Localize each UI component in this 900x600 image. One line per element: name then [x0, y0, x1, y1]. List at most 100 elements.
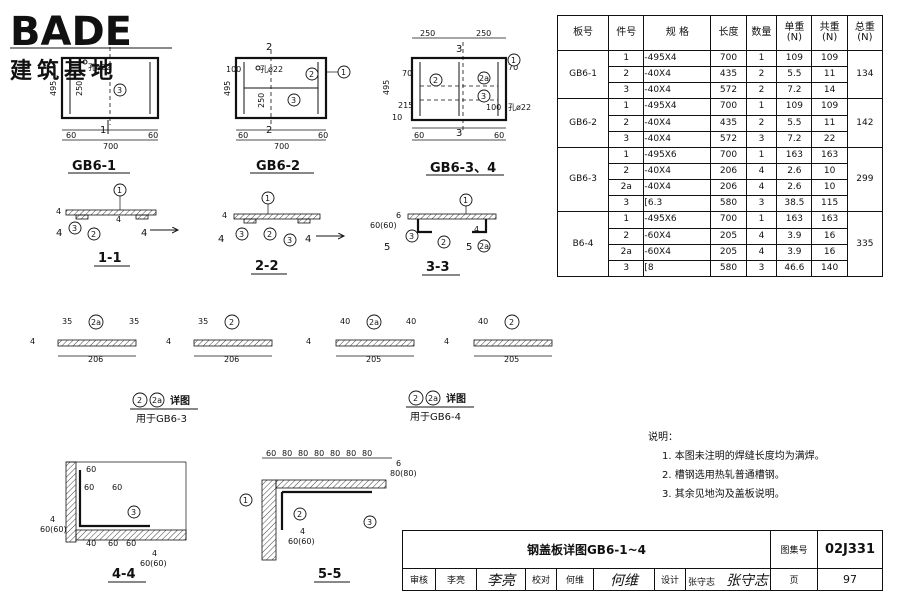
- s44-d60b: 60: [84, 483, 94, 492]
- s22-p3: 3: [239, 230, 244, 239]
- gb61-width: 700: [103, 142, 118, 151]
- s11-title: 1-1: [98, 251, 122, 266]
- total-weight-cell: 142: [846, 98, 884, 148]
- plate4-width: 40: [478, 317, 488, 326]
- th-unit-weight: 单重 (N): [776, 15, 813, 51]
- table-cell: 3: [608, 130, 645, 148]
- gb634-width-right: 250: [476, 29, 491, 38]
- table-cell: 109: [776, 49, 813, 68]
- atlas-label: 图集号: [770, 530, 818, 569]
- plate3-mark: 2a: [369, 318, 379, 327]
- s22-weld: 4: [222, 211, 227, 220]
- detail-plate-4: 40 2 4 205: [444, 314, 553, 364]
- title-cell: 钢盖板详图GB6-1~4: [402, 530, 771, 569]
- drawing-title: 钢盖板详图: [526, 543, 587, 557]
- gb634-height: 495: [382, 80, 391, 95]
- atlas-number: 02J331: [817, 530, 883, 569]
- gb62-bar-span: 250: [257, 93, 266, 108]
- table-cell: 580: [710, 259, 747, 278]
- cap-a-use: 用于GB6-3: [136, 414, 187, 425]
- gb634-cut-bottom: 3: [456, 128, 462, 139]
- gb62-cut-top: 2: [266, 42, 272, 53]
- cap-b-m2: 2a: [428, 394, 438, 403]
- table-cell: 5.5: [776, 66, 813, 84]
- table-cell: 1: [745, 98, 778, 116]
- s44-d60a: 60: [86, 465, 96, 474]
- s33-title: 3-3: [426, 260, 450, 275]
- gb61-cut-mark: 1: [100, 125, 106, 136]
- gb634-d70-right: 70: [508, 63, 518, 72]
- table-cell: 2a: [608, 179, 645, 197]
- table-cell: 205: [710, 227, 747, 245]
- table-cell: -495X6: [643, 211, 712, 229]
- table-cell: 580: [710, 195, 747, 213]
- s44-d60e: 60: [126, 539, 136, 548]
- table-cell: -40X4: [643, 66, 712, 84]
- board-cell: B6-4: [556, 211, 610, 277]
- s44-weld-len: 60(60): [40, 525, 67, 534]
- table-cell: 3: [608, 195, 645, 213]
- table-cell: [8: [643, 259, 712, 278]
- s11-p2: 2: [91, 230, 96, 239]
- table-cell: 700: [710, 146, 747, 164]
- plan-gb6-2: 2 2 100 孔ø22 250 495 2 1 3 60 60 700 GB6…: [223, 42, 351, 174]
- plate2-len: 206: [224, 355, 239, 364]
- plate4-len: 205: [504, 355, 519, 364]
- checker: 何维: [556, 568, 594, 591]
- plate1-len: 206: [88, 355, 103, 364]
- table-cell: 1: [745, 49, 778, 68]
- th-qty: 数量: [745, 15, 778, 51]
- gb634-edge-right: 60: [494, 131, 504, 140]
- s33-cut-left: 5: [384, 242, 390, 253]
- table-cell: 3.9: [776, 227, 813, 245]
- reviewer: 李亮: [435, 568, 477, 591]
- table-cell: 5.5: [776, 114, 813, 132]
- table-cell: 572: [710, 82, 747, 100]
- table-cell: 2: [745, 114, 778, 132]
- table-cell: 115: [811, 195, 848, 213]
- drawing-range: GB6-1~4: [586, 543, 647, 557]
- section-2-2: 1 4 3 2 3 4 4 2-2: [218, 191, 344, 275]
- plate3-width: 40: [340, 317, 350, 326]
- table-cell: 163: [776, 146, 813, 164]
- s22-left-dim: 4: [218, 234, 224, 245]
- s11-right-dim: 4: [141, 228, 147, 239]
- plate1-width: 35: [62, 317, 72, 326]
- table-cell: 1: [608, 211, 645, 229]
- table-cell: 4: [745, 179, 778, 197]
- gb634-width-left: 250: [420, 29, 435, 38]
- gb634-marker-2a-num: 2a: [479, 74, 489, 83]
- s55-title: 5-5: [318, 567, 342, 582]
- table-cell: 700: [710, 98, 747, 116]
- total-weight-cell: 299: [846, 146, 884, 213]
- s55-d3: 80: [314, 449, 324, 458]
- s55-d6: 80: [362, 449, 372, 458]
- s44-weld: 4: [50, 515, 55, 524]
- gb62-marker-c-num: 3: [291, 96, 296, 105]
- table-cell: [6.3: [643, 195, 712, 213]
- s55-weld-b-len: 60(60): [288, 537, 315, 546]
- table-cell: -40X4: [643, 179, 712, 197]
- s11-p1: 1: [117, 186, 122, 195]
- s22-right-dim: 4: [305, 234, 311, 245]
- s33-p2: 2: [441, 238, 446, 247]
- table-cell: 572: [710, 130, 747, 148]
- s44-d60c: 60: [112, 483, 122, 492]
- page-label: 页: [770, 568, 818, 591]
- s11-p3: 3: [72, 224, 77, 233]
- table-cell: 163: [776, 211, 813, 229]
- table-cell: 2.6: [776, 162, 813, 181]
- cap-b-m1: 2: [413, 394, 418, 403]
- table-cell: 1: [745, 146, 778, 164]
- parts-table-header: 板号 件号 规 格 长度 数量 单重 (N) 共重 (N) 总重 (N): [556, 15, 884, 51]
- s55-p2: 2: [297, 510, 302, 519]
- th-part: 件号: [608, 15, 645, 51]
- plate2-thk: 4: [166, 337, 171, 346]
- s22-p3b: 3: [287, 236, 292, 245]
- s44-weld-2: 4: [152, 549, 157, 558]
- gb62-cut-bottom: 2: [266, 125, 272, 136]
